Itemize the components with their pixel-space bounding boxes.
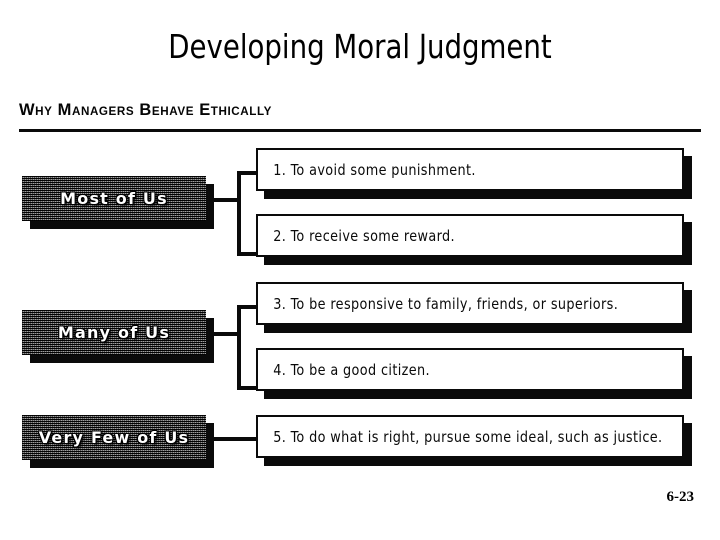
statement-box-3[interactable]: 3. To be responsive to family, friends, … bbox=[256, 282, 692, 333]
connector-most-of-us-arm-1 bbox=[237, 171, 258, 175]
statement-box-2[interactable]: 2. To receive some reward. bbox=[256, 214, 692, 265]
connector-most-of-us-stub bbox=[205, 198, 241, 202]
statement-text-1: 1. To avoid some punishment. bbox=[273, 160, 476, 179]
statement-box-surface: 3. To be responsive to family, friends, … bbox=[256, 282, 684, 325]
statement-box-5[interactable]: 5. To do what is right, pursue some idea… bbox=[256, 415, 692, 466]
category-label-most-of-us: Most of Us bbox=[60, 189, 168, 208]
category-box-surface: Very Few of Us bbox=[22, 415, 206, 460]
category-box-very-few-of-us[interactable]: Very Few of Us bbox=[22, 415, 214, 468]
statement-box-surface: 4. To be a good citizen. bbox=[256, 348, 684, 391]
statement-text-5: 5. To do what is right, pursue some idea… bbox=[273, 427, 663, 446]
page-number: 6-23 bbox=[666, 489, 695, 505]
statement-box-4[interactable]: 4. To be a good citizen. bbox=[256, 348, 692, 399]
figure-heading-rule bbox=[19, 129, 701, 132]
statement-text-4: 4. To be a good citizen. bbox=[273, 360, 431, 379]
statement-box-surface: 2. To receive some reward. bbox=[256, 214, 684, 257]
connector-most-of-us-spine bbox=[237, 171, 241, 256]
connector-many-of-us-arm-3 bbox=[237, 305, 258, 309]
category-box-many-of-us[interactable]: Many of Us bbox=[22, 310, 214, 363]
statement-box-1[interactable]: 1. To avoid some punishment. bbox=[256, 148, 692, 199]
connector-many-of-us-spine bbox=[237, 305, 241, 390]
category-box-most-of-us[interactable]: Most of Us bbox=[22, 176, 214, 229]
statement-box-surface: 5. To do what is right, pursue some idea… bbox=[256, 415, 684, 458]
connector-many-of-us-arm-4 bbox=[237, 386, 258, 390]
statement-text-3: 3. To be responsive to family, friends, … bbox=[273, 294, 619, 313]
page-title: Developing Moral Judgment bbox=[168, 27, 552, 66]
category-box-surface: Most of Us bbox=[22, 176, 206, 221]
category-label-many-of-us: Many of Us bbox=[57, 323, 171, 342]
connector-most-of-us-arm-2 bbox=[237, 252, 258, 256]
statement-text-2: 2. To receive some reward. bbox=[273, 226, 455, 245]
figure-why-managers-behave-ethically: Why Managers Behave Ethically Most of Us… bbox=[0, 96, 720, 476]
connector-very-few-of-us-line bbox=[205, 437, 258, 441]
figure-heading: Why Managers Behave Ethically bbox=[19, 100, 272, 119]
connector-many-of-us-stub bbox=[205, 332, 241, 336]
category-box-surface: Many of Us bbox=[22, 310, 206, 355]
statement-box-surface: 1. To avoid some punishment. bbox=[256, 148, 684, 191]
category-label-very-few-of-us: Very Few of Us bbox=[38, 428, 190, 447]
